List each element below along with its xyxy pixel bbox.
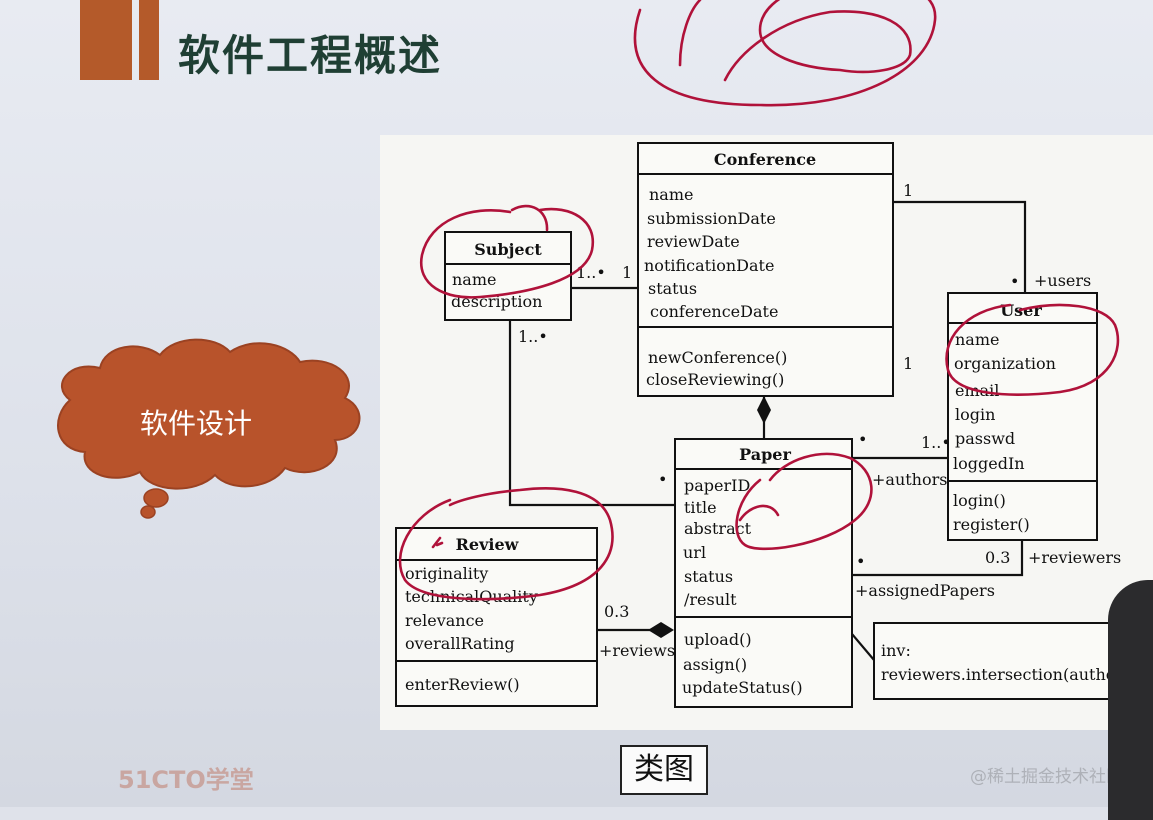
attribute: reviewDate [647,232,740,251]
title-accent-bar [80,0,132,80]
attribute: loggedIn [953,454,1025,473]
attribute: title [684,498,717,517]
attribute: relevance [405,611,484,630]
attribute: technicalQuality [405,587,538,606]
class-name: Subject [474,240,542,259]
brand-logo: 51CTO学堂 [118,766,254,794]
attribute: name [955,330,999,349]
line-paper-user-reviewers [852,540,1024,577]
operation: register() [953,515,1030,534]
class-subject: Subject name description [444,231,572,321]
multiplicity: • [856,552,865,571]
multiplicity: 0.3 [604,602,629,621]
attribute: originality [405,564,488,583]
cloud-label: 软件设计 [140,407,252,440]
attribute: name [452,270,496,289]
class-name: Conference [714,150,816,169]
multiplicity: 1..• [921,433,951,452]
operation: enterReview() [405,675,520,694]
attribute: overallRating [405,634,515,653]
multiplicity: • [1010,272,1019,291]
role-name: +reviews [599,641,675,660]
multiplicity: • [858,430,867,449]
role-name: +reviewers [1028,548,1121,567]
role-name: +users [1034,271,1091,290]
multiplicity: 0.3 [985,548,1010,567]
composition-diamond-conference [757,396,771,424]
attribute: abstract [684,519,752,538]
multiplicity: 1 [903,354,913,373]
role-name: +assignedPapers [855,581,995,600]
multiplicity: 1..• [518,327,548,346]
cloud-bubble: 软件设计 [57,338,361,519]
attribute: organization [954,354,1056,373]
attribute: /result [684,590,737,609]
annotation-tick [431,536,444,549]
annotation-circle-user [945,303,1120,396]
multiplicity-labels: 1 • +users 1..• 1 1..• 1 • • 1..• +autho… [518,181,1121,660]
composition-diamond-paper [648,622,674,638]
annotation-circle-subject [419,204,595,299]
class-conference: Conference name submissionDate reviewDat… [637,142,894,397]
attribute: name [649,185,693,204]
note-line: reviewers.intersection(authors) [881,665,1138,684]
watermark: @稀土掘金技术社区 [970,767,1123,787]
class-name: Paper [739,445,791,464]
line-note-anchor [851,633,875,661]
operation: updateStatus() [682,678,803,697]
attribute: submissionDate [647,209,776,228]
multiplicity: • [658,470,667,489]
operation: closeReviewing() [646,370,784,389]
attribute: url [683,543,706,562]
presenter-silhouette [1108,580,1153,820]
attribute: conferenceDate [650,302,778,321]
annotation-circle-paper [735,452,873,551]
multiplicity: 1..• [576,263,606,282]
association-lines [508,200,1027,661]
ocl-note: inv: reviewers.intersection(authors) [873,622,1138,700]
attribute: paperID [684,476,750,495]
attribute: status [684,567,733,586]
operation: login() [953,491,1006,510]
multiplicity: 1 [903,181,913,200]
hand-drawn-annotations [398,0,1120,601]
diagram-caption: 类图 [620,745,708,795]
operation: newConference() [648,348,787,367]
attribute: login [955,405,995,424]
attribute: notificationDate [644,256,774,275]
line-conference-user [893,200,1027,293]
role-name: +authors [872,470,947,489]
annotation-circle-review [398,487,614,601]
line-subject-paper [508,320,675,507]
operation: upload() [684,630,752,649]
attribute: status [648,279,697,298]
annotation-scribble-top [633,0,937,107]
slide-title: 软件工程概述 [178,31,443,80]
multiplicity: 1 [622,263,632,282]
title-accent-bar-thin [139,0,159,80]
note-line: inv: [881,641,911,660]
class-name: Review [456,535,520,554]
attribute: passwd [955,429,1015,448]
class-review: Review originality technicalQuality rele… [395,527,598,707]
operation: assign() [683,655,747,674]
class-paper: Paper paperID title abstract url status … [674,438,853,708]
class-user: User name organization email login passw… [947,292,1098,541]
